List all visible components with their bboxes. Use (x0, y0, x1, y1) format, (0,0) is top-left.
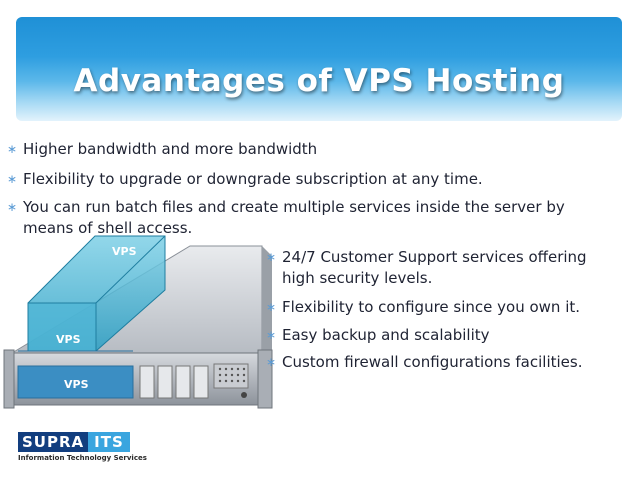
vps-label-top: VPS (112, 245, 137, 258)
bullet-item: ∗ Flexibility to configure since you own … (266, 297, 581, 318)
supra-its-logo: SUPRA ITS Information Technology Service… (18, 432, 147, 462)
bullet-text: You can run batch files and create multi… (23, 198, 565, 237)
bullet-text: 24/7 Customer Support services offering … (282, 248, 587, 287)
vps-label-bottom: VPS (64, 378, 89, 391)
vps-label-middle: VPS (56, 333, 81, 346)
bullet-text: Flexibility to configure since you own i… (282, 298, 581, 316)
bullet-item: ∗ Easy backup and scalability (266, 325, 490, 346)
bullet-text: Flexibility to upgrade or downgrade subs… (23, 170, 483, 188)
bullet-star-icon: ∗ (266, 300, 277, 314)
bullet-item: ∗ Custom firewall configurations faciliti… (266, 352, 583, 373)
bullet-item: ∗ You can run batch files and create mult… (7, 197, 613, 239)
bullet-star-icon: ∗ (7, 172, 18, 186)
bullet-text: Custom firewall configurations facilitie… (282, 353, 583, 371)
bullet-star-icon: ∗ (7, 200, 18, 214)
slide-title: Advantages of VPS Hosting (73, 63, 565, 99)
logo-its-text: ITS (88, 432, 130, 452)
bullet-item: ∗ 24/7 Customer Support services offering… (266, 247, 622, 289)
title-banner: Advantages of VPS Hosting (16, 17, 622, 121)
vps-server-illustration: VPS VPS VPS (3, 235, 273, 409)
bullet-star-icon: ∗ (7, 142, 18, 156)
bullet-star-icon: ∗ (266, 250, 277, 264)
bullet-star-icon: ∗ (266, 355, 277, 369)
logo-tagline: Information Technology Services (18, 454, 147, 462)
bullet-text: Easy backup and scalability (282, 326, 490, 344)
bullet-item: ∗ Flexibility to upgrade or downgrade sub… (7, 169, 483, 190)
logo-supra-text: SUPRA (18, 432, 89, 452)
bullet-text: Higher bandwidth and more bandwidth (23, 140, 318, 158)
bullet-star-icon: ∗ (266, 328, 277, 342)
bullet-item: ∗ Higher bandwidth and more bandwidth (7, 139, 318, 160)
